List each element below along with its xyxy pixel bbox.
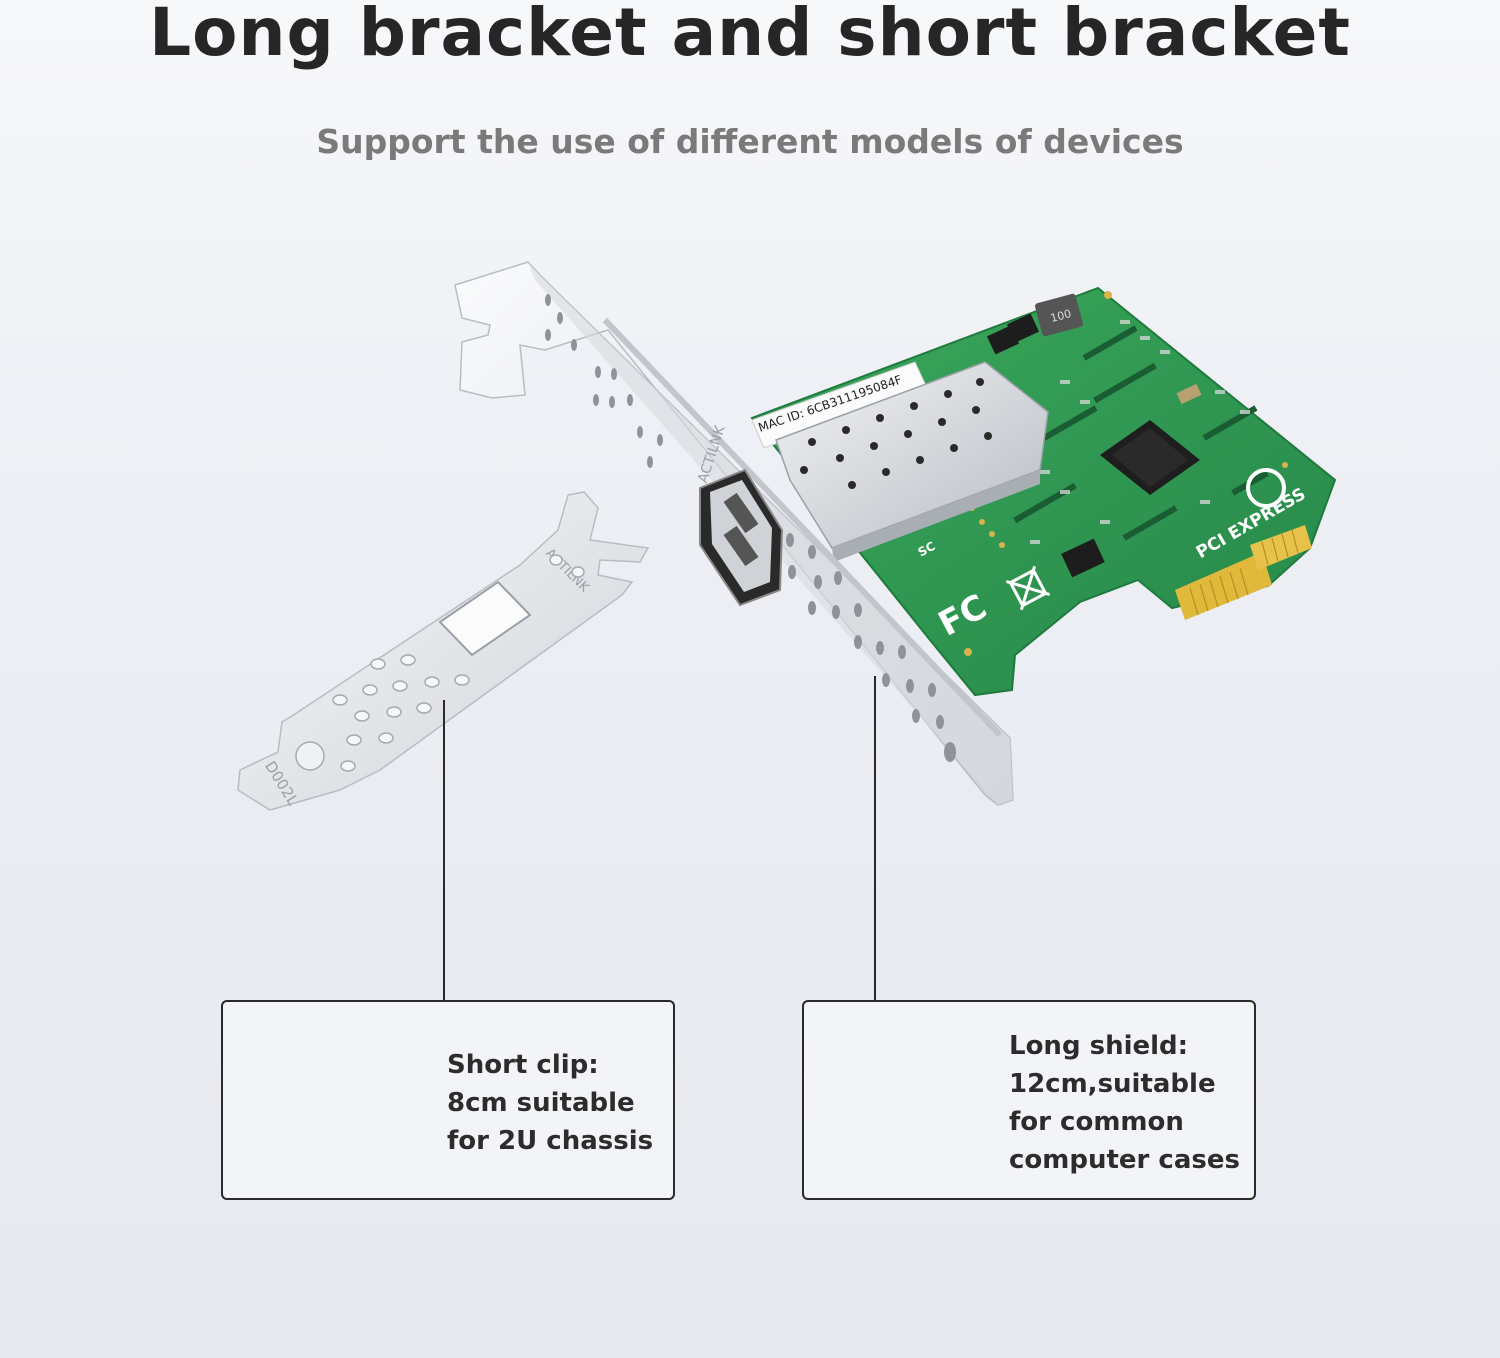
inductor xyxy=(1034,293,1084,337)
weee-bin-icon xyxy=(1005,565,1051,611)
long-box-line-4: computer cases xyxy=(1009,1145,1240,1175)
long-bracket-vent-holes xyxy=(545,294,956,762)
pcie-logo-icon xyxy=(1246,468,1286,508)
long-bracket-callout-line xyxy=(874,676,876,1002)
gold-contacts xyxy=(1175,525,1312,620)
short-bracket-vent-holes xyxy=(332,554,585,772)
long-box-line-1: Long shield: xyxy=(1009,1031,1189,1061)
short-box-line-2: 8cm suitable xyxy=(447,1088,635,1118)
long-bracket-description: Long shield: 12cm,suitable for common co… xyxy=(1009,1027,1240,1179)
sfp-cage xyxy=(775,361,1049,562)
short-bracket-info-box: Short clip: 8cm suitable for 2U chassis xyxy=(221,1000,675,1200)
short-bracket-port-opening xyxy=(438,580,532,657)
short-bracket-description: Short clip: 8cm suitable for 2U chassis xyxy=(447,1046,653,1160)
short-bracket: ACTILNK D002L xyxy=(237,491,650,811)
short-bracket-callout-line xyxy=(443,700,445,1002)
inductor-label: 100 xyxy=(1049,307,1073,325)
page-subtitle: Support the use of different models of d… xyxy=(316,122,1184,161)
short-box-line-1: Short clip: xyxy=(447,1050,599,1080)
long-box-line-2: 12cm,suitable xyxy=(1009,1069,1216,1099)
long-bracket-info-box: Long shield: 12cm,suitable for common co… xyxy=(802,1000,1256,1200)
long-bracket: ACTILNK xyxy=(454,261,1014,806)
short-box-line-3: for 2U chassis xyxy=(447,1126,654,1156)
long-box-line-3: for common xyxy=(1009,1107,1184,1137)
page-title: Long bracket and short bracket xyxy=(149,0,1351,71)
